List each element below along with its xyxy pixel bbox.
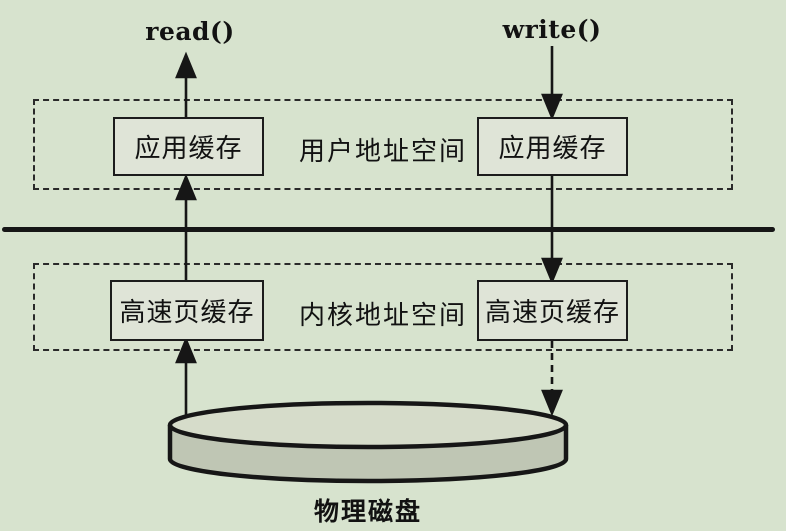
- user-space-label: 用户地址空间: [298, 137, 467, 167]
- page-cache-write-box: 高速页缓存: [477, 280, 628, 341]
- arrowhead-down-icon: [541, 389, 563, 417]
- page-cache-read-box: 高速页缓存: [110, 280, 264, 341]
- read-path-arrows: [175, 51, 197, 415]
- write-path-arrows: [541, 46, 563, 417]
- user-space-region: [33, 99, 733, 190]
- app-buffer-write-box: 应用缓存: [477, 117, 628, 176]
- disk-cylinder: [167, 400, 569, 484]
- physical-disk-label: 物理磁盘: [313, 497, 422, 526]
- arrowhead-up-icon: [175, 173, 197, 201]
- arrowhead-down-icon: [541, 93, 563, 121]
- app-buffer-read-box: 应用缓存: [113, 117, 264, 176]
- write-syscall-label: write(): [502, 15, 602, 44]
- user-kernel-boundary-line: [2, 227, 775, 232]
- kernel-space-label: 内核地址空间: [298, 301, 467, 331]
- disk-top-ellipse: [167, 400, 569, 450]
- kernel-space-region: [33, 263, 733, 351]
- arrowhead-down-icon: [541, 257, 563, 285]
- read-syscall-label: read(): [145, 17, 235, 46]
- arrowhead-up-icon: [175, 51, 197, 79]
- arrowhead-up-icon: [175, 336, 197, 364]
